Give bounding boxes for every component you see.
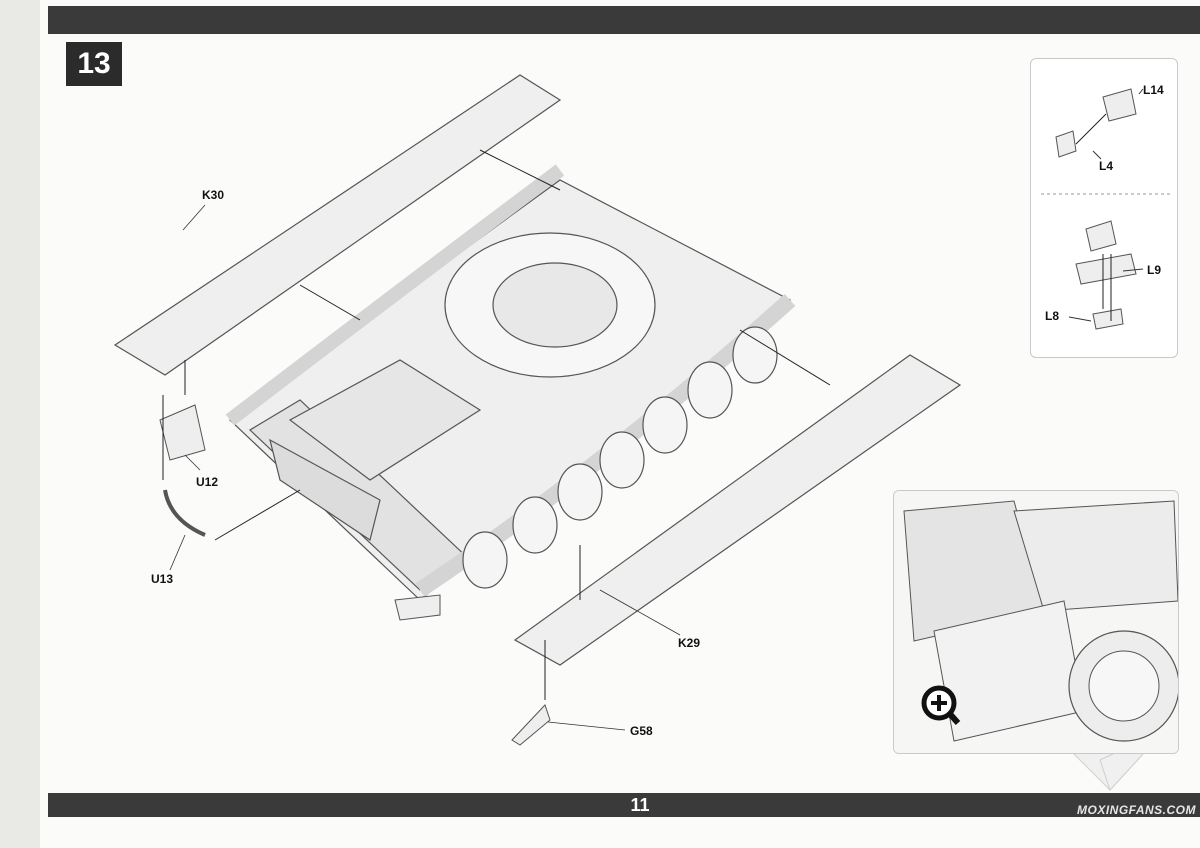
road-wheels [462, 326, 778, 589]
label-u12: U12 [196, 475, 219, 489]
part-u13-shape [163, 489, 206, 537]
page-number: 11 [630, 795, 650, 815]
label-l4: L4 [1099, 159, 1114, 173]
sub-assembly-drawing [1041, 88, 1171, 330]
tank-hull [229, 179, 792, 601]
part-g58-shape [511, 704, 551, 746]
watermark-text: MOXINGFANS.COM [1076, 803, 1196, 817]
top-bar [48, 6, 1200, 34]
label-l14: L14 [1143, 83, 1164, 97]
left-fender [113, 74, 562, 376]
detail-view-inset [893, 490, 1179, 754]
label-k30: K30 [202, 188, 225, 202]
bottom-bar [48, 793, 1200, 817]
sub-assembly-inset: L14 L4 L9 L8 [1030, 58, 1178, 358]
bracket-part-shape [394, 594, 441, 621]
label-l8: L8 [1045, 309, 1060, 323]
detail-view-drawing [894, 491, 1178, 753]
leader-lines [169, 204, 681, 731]
step-number: 13 [66, 42, 122, 86]
label-g58: G58 [630, 724, 653, 738]
label-k29: K29 [678, 636, 701, 650]
label-u13: U13 [151, 572, 174, 586]
page-edge [0, 0, 40, 848]
magnify-plus-icon [921, 685, 961, 725]
assembly-arrows [162, 149, 831, 700]
part-u12-shape [159, 404, 206, 461]
label-l9: L9 [1147, 263, 1162, 277]
